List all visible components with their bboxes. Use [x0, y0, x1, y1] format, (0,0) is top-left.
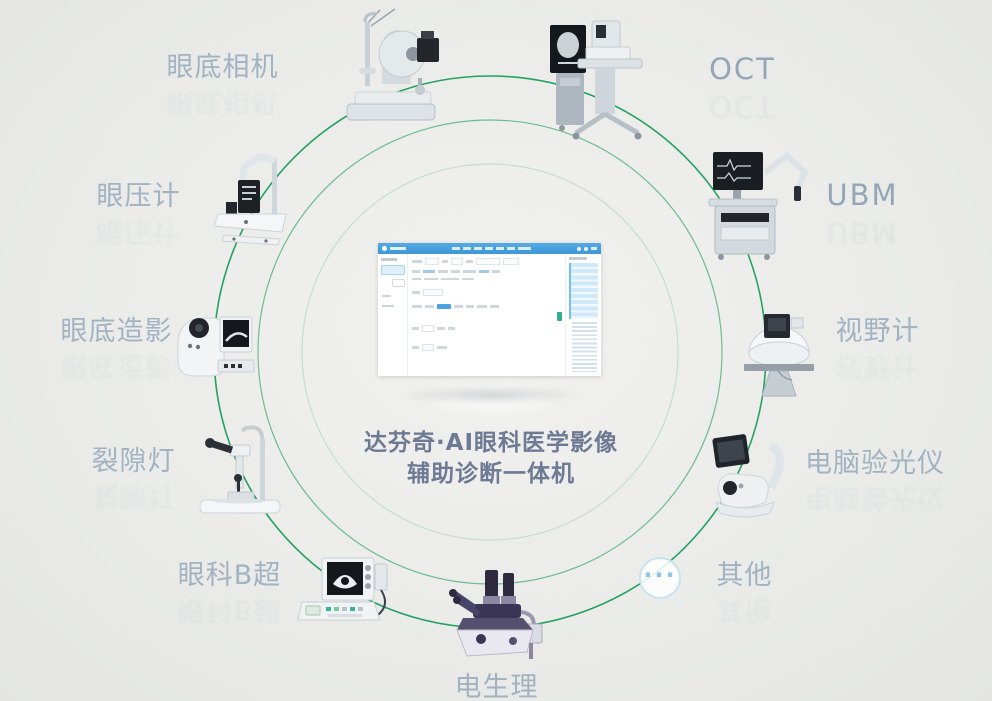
mini-screen-brand — [390, 247, 406, 250]
oct-device-image — [550, 20, 643, 140]
mini-screen-form-area — [408, 254, 565, 376]
auto-refractometer-device-image — [712, 434, 784, 518]
mini-screen-avatar — [584, 246, 588, 251]
node-label-perimeter: 视野计 视野计 — [795, 316, 960, 381]
mini-screen-logo-icon — [382, 246, 387, 251]
fundus-angiography-device-image — [177, 316, 255, 377]
label-reflection: 眼压计 — [96, 215, 181, 247]
node-label-auto-refractometer: 电脑验光仪 电脑验光仪 — [795, 448, 955, 513]
label-reflection: 眼科B超 — [177, 594, 282, 626]
mini-screen-sidebar-list — [565, 254, 601, 376]
mini-screen-selected-list — [569, 262, 598, 319]
screen-glow — [432, 388, 552, 410]
others-ellipsis-icon: ··· — [639, 557, 681, 599]
mini-screen-header — [378, 243, 601, 254]
ophthalmic-b-scan-device-image — [297, 557, 388, 621]
mini-screen-settings-icon — [577, 246, 581, 251]
center-title-line2: 辅助诊断一体机 — [407, 461, 575, 487]
node-label-others: 其他 其他 — [662, 560, 827, 625]
fundus-camera-device-image — [346, 8, 439, 121]
node-label-fundus-angiography: 眼底造影 眼底造影 — [34, 316, 199, 381]
label-reflection: 其他 — [716, 594, 773, 626]
node-label-oct: OCT OCT — [660, 52, 825, 124]
center-title: 达芬奇·AI眼科医学影像 辅助诊断一体机 — [341, 428, 641, 490]
node-label-tonometer: 眼压计 眼压计 — [56, 181, 221, 246]
label-reflection: 眼底造影 — [60, 350, 173, 382]
center-title-line1: 达芬奇·AI眼科医学影像 — [363, 430, 619, 456]
node-label-slit-lamp: 裂隙灯 裂隙灯 — [51, 446, 216, 511]
node-label-electrophysiology: 电生理 — [454, 672, 539, 701]
label-reflection: 视野计 — [835, 350, 920, 382]
node-label-ophthalmic-b-scan: 眼科B超 眼科B超 — [147, 560, 312, 625]
node-label-fundus-camera: 眼底相机 眼底相机 — [140, 52, 305, 117]
electrophysiology-device-image — [449, 570, 543, 659]
mini-screen-action-button — [557, 312, 562, 321]
mini-screen-left-panel — [378, 254, 408, 376]
label-reflection: OCT — [709, 89, 776, 124]
ubm-device-image — [708, 152, 809, 260]
label-reflection: 眼底相机 — [166, 86, 279, 118]
node-label-ubm: UBM UBM — [780, 178, 945, 250]
slit-lamp-device-image — [199, 425, 281, 514]
label-reflection: UBM — [826, 215, 899, 250]
perimeter-device-image — [744, 314, 814, 397]
label-reflection: 裂隙灯 — [91, 480, 176, 512]
label-reflection: 电脑验光仪 — [805, 482, 945, 514]
mini-screen-plain-list — [572, 321, 597, 372]
mini-screen-left-button — [381, 264, 405, 275]
screen-shadow — [398, 386, 584, 404]
tonometer-device-image — [213, 153, 287, 246]
mini-software-screenshot — [378, 243, 601, 376]
